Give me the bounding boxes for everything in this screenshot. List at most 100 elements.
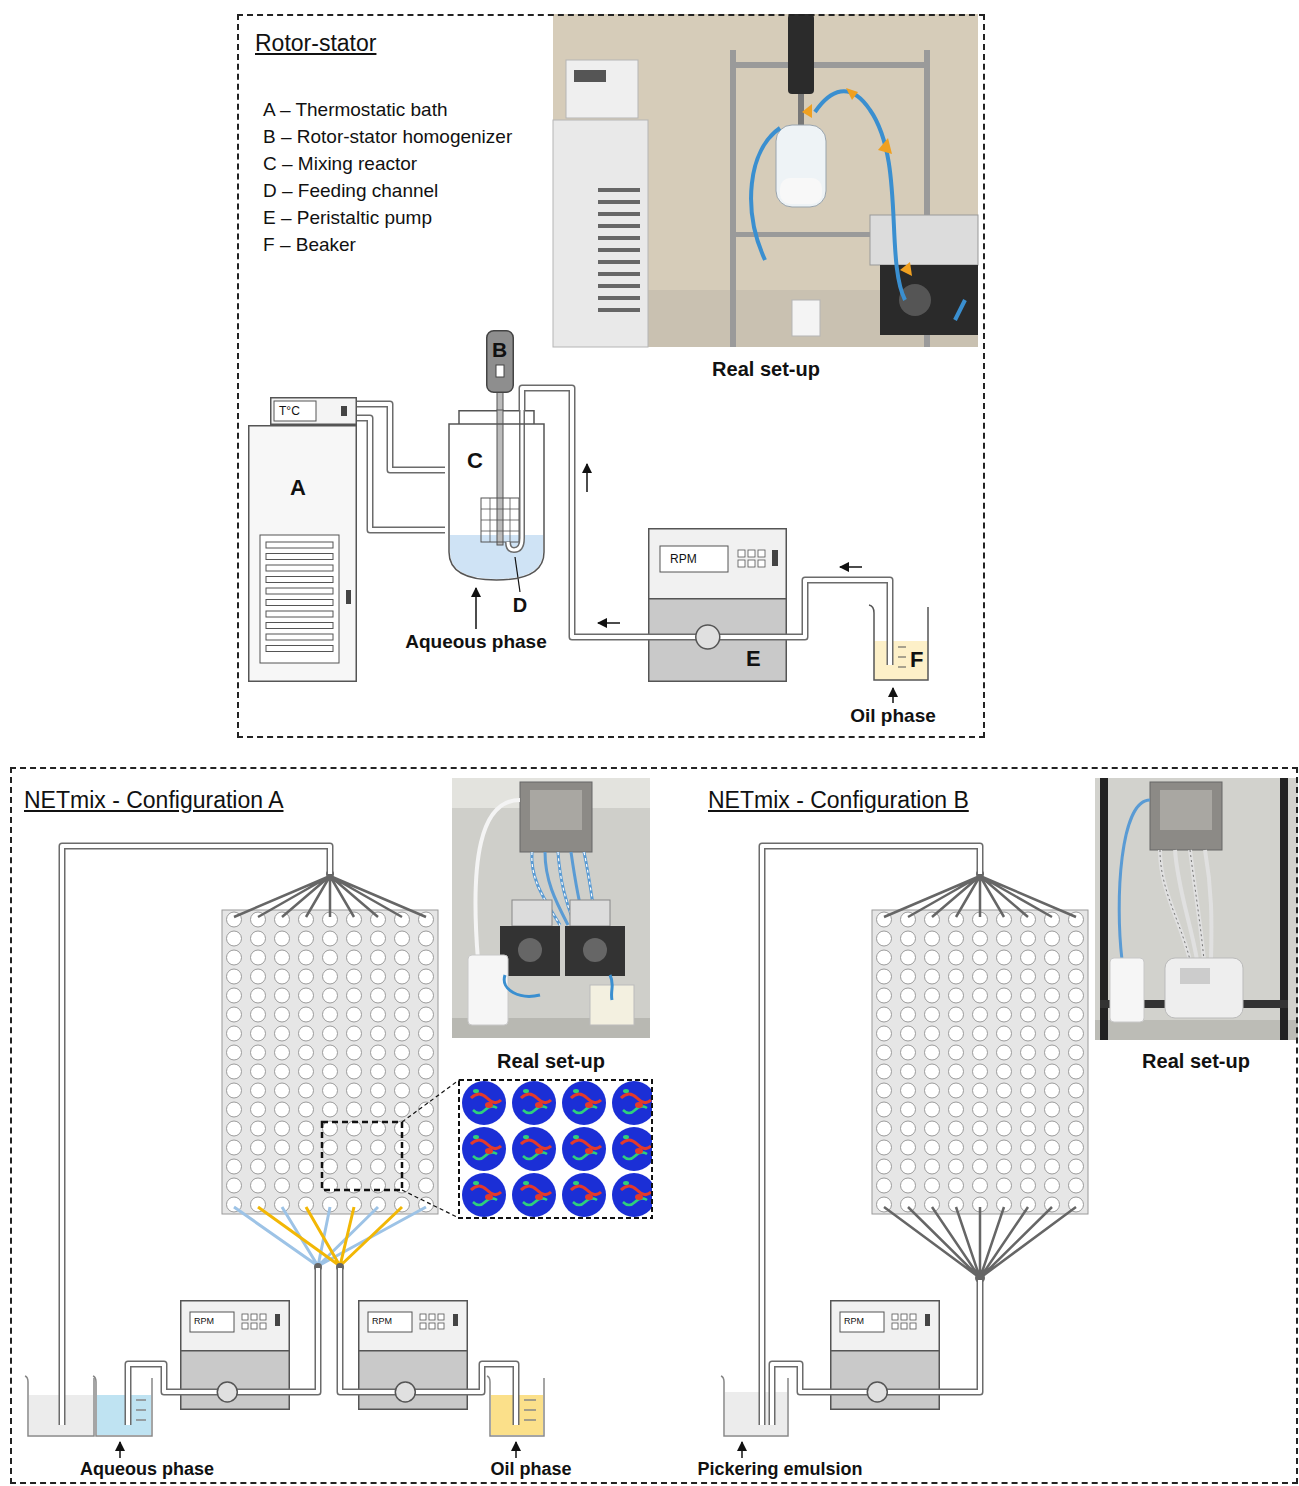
feeding-channel-bore — [508, 410, 522, 550]
vent-slot — [266, 577, 333, 583]
panel-heading: NETmix - Configuration A — [24, 789, 283, 812]
photo-rotor-stator — [776, 125, 826, 207]
mixing-reactor-shape — [445, 410, 548, 582]
pump-panel — [359, 1301, 468, 1351]
photo-rotor-stator — [846, 88, 858, 100]
pump-button — [901, 1323, 907, 1329]
pump-display — [660, 546, 728, 572]
cfd-inset — [459, 1080, 652, 1218]
vent-slot — [266, 623, 333, 629]
photo-configuration-b — [1180, 968, 1210, 984]
peristaltic-pump: RPM — [830, 1300, 940, 1410]
pump-button — [429, 1323, 435, 1329]
outlet-manifold — [884, 876, 1076, 917]
node-text: E — [746, 648, 761, 670]
cfd-inset — [402, 1080, 459, 1218]
vent-slot — [266, 634, 333, 640]
pump-button — [748, 550, 755, 557]
part-letter: C — [467, 450, 483, 472]
photo-configuration-a — [570, 900, 610, 926]
tubing — [62, 846, 330, 1425]
bath-handle — [346, 590, 351, 604]
netmix-plate — [222, 910, 1088, 1214]
legend-entry: C – Mixing reactor — [263, 154, 417, 175]
mixing-reactor: C — [445, 410, 548, 582]
cfd-inset — [322, 1080, 652, 1218]
feeding-channel — [508, 410, 522, 550]
leader-arrow — [475, 588, 477, 629]
vent-slot — [266, 588, 333, 594]
photo-caption: Real set-up — [712, 358, 820, 380]
photo-configuration-b — [1150, 782, 1222, 850]
peristaltic-pump: RPM — [358, 1300, 468, 1410]
photo-configuration-b — [1160, 850, 1211, 960]
pump-button — [251, 1314, 257, 1320]
photo-rotor-stator — [730, 50, 736, 347]
pump-button — [429, 1314, 435, 1320]
pump-button — [242, 1323, 248, 1329]
beaker-outline — [487, 1376, 544, 1436]
oil-liquid — [874, 641, 928, 680]
pump-button — [892, 1323, 898, 1329]
leader-arrow — [741, 1442, 743, 1458]
tubing — [468, 1364, 516, 1425]
tube — [887, 603, 894, 665]
flow-arrow — [598, 622, 620, 624]
legend-entry: D – Feeding channel — [263, 181, 438, 202]
photo-configuration-b — [1165, 958, 1243, 1018]
tubing — [290, 1268, 318, 1392]
photo-rotor-stator — [553, 14, 978, 347]
tubing — [940, 1280, 980, 1392]
part-letter: A — [290, 477, 306, 499]
legend-entry: A – Thermostatic bath — [263, 100, 447, 121]
photo-rotor-stator — [598, 190, 640, 310]
legend-entry: E – Peristaltic pump — [263, 208, 432, 229]
pump-rotor — [696, 625, 720, 649]
pump-body — [649, 599, 787, 682]
photo-configuration-b — [1095, 778, 1298, 1040]
photo-rotor-stator — [802, 104, 812, 118]
tubing — [340, 1268, 358, 1392]
vent-slot — [266, 600, 333, 606]
cfd-inset — [322, 1122, 402, 1190]
photo-configuration-b — [1095, 778, 1298, 1040]
vent-slot — [266, 611, 333, 617]
photo-configuration-b — [1119, 800, 1150, 960]
photo-configuration-b — [1110, 958, 1144, 1022]
outlet-manifold — [884, 1207, 1076, 1278]
phase-label: Oil phase — [850, 706, 936, 727]
tubing — [772, 1364, 830, 1425]
pump-button — [251, 1323, 257, 1329]
photo-rotor-stator — [780, 178, 822, 204]
inlet-manifold — [234, 1207, 426, 1266]
node-text: RPM — [844, 1317, 864, 1326]
pump-button — [901, 1314, 907, 1320]
photo-configuration-a — [504, 975, 612, 1000]
beaker-outline — [721, 1376, 788, 1436]
photo-configuration-a — [520, 782, 592, 852]
photo-rotor-stator — [553, 120, 648, 347]
photo-configuration-b — [1160, 790, 1212, 830]
tubing — [128, 1364, 180, 1425]
phase-label: Oil phase — [490, 1460, 571, 1480]
vent-slot — [266, 554, 333, 560]
photo-configuration-b — [1160, 850, 1204, 960]
leader-line — [515, 557, 520, 592]
pump-button — [910, 1323, 916, 1329]
photo-rotor-stator — [566, 60, 638, 118]
part-letter: T°C — [279, 405, 300, 417]
photo-rotor-stator — [788, 14, 814, 94]
peristaltic-pump: RPME — [648, 528, 787, 682]
photo-rotor-stator — [574, 70, 606, 82]
flow-arrow — [586, 464, 588, 492]
tubing — [762, 846, 980, 1425]
beaker-outline — [93, 1376, 152, 1436]
homogenizer-head — [487, 331, 514, 393]
photo-rotor-stator — [878, 138, 892, 154]
homogenizer-shaft — [497, 392, 503, 412]
peristaltic-pump-shape — [648, 528, 787, 682]
photo-configuration-a — [512, 900, 552, 926]
thermostatic-bath-shape — [248, 425, 357, 682]
